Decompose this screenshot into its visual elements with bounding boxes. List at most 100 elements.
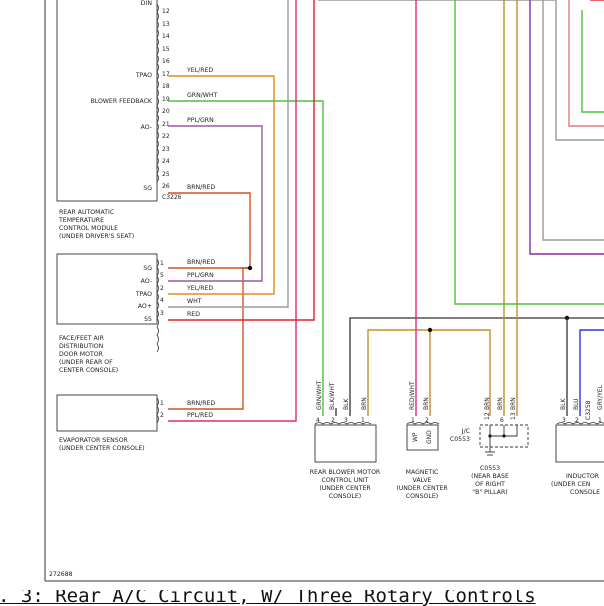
evap-connector	[156, 397, 159, 424]
figure-caption: . 3: Rear A/C Circuit, W/ Three Rotary C…	[0, 590, 536, 606]
valve-name-4: CONSOLE)	[406, 493, 438, 500]
jc-name-4: "B" PILLAR)	[472, 489, 507, 496]
din-label: DIN	[141, 0, 153, 7]
ff-name-4: (UNDER REAR OF	[59, 359, 113, 366]
pin-12: 12	[162, 8, 170, 15]
rear-control-name-4: (UNDER DRIVER'S SEAT)	[59, 233, 134, 240]
jc-wire-brn-6: BRN	[497, 397, 504, 410]
blower-name-2: CONTROL UNIT	[322, 477, 369, 484]
ind-name-1: INDUCTOR	[566, 473, 600, 480]
blower-name-3: (UNDER CENTER	[319, 485, 371, 492]
pin-20: 20	[162, 108, 170, 115]
ind-connector: C3258	[585, 400, 592, 420]
wire-red	[168, 0, 315, 321]
ind-connector-curve	[556, 422, 604, 425]
evaporator-sensor-box	[56, 394, 158, 432]
jc-pin-12: 12	[484, 412, 491, 420]
ff-pin-4: 4	[160, 297, 164, 304]
blower-pin-2: 2	[331, 417, 335, 424]
ff-pin-3: 3	[160, 310, 164, 317]
evap-name-2: (UNDER CENTER CONSOLE)	[59, 445, 145, 452]
rear-control-connector: 12 13 14 15 16 17 18 19 20 21 22 23 24 2…	[156, 3, 182, 201]
wire-blu-inductor	[579, 329, 604, 416]
tpao-label: TPAO	[135, 72, 152, 79]
jc-name-3: OF RIGHT	[475, 481, 505, 488]
valve-connector	[406, 422, 440, 425]
ff-name-3: DOOR MOTOR	[59, 351, 104, 358]
rear-control-name-1: REAR AUTOMATIC	[59, 209, 114, 216]
valve-wp-label: WP	[412, 432, 419, 442]
ff-name-2: DISTRIBUTION	[59, 343, 104, 350]
jc-connector-label: C0553	[450, 436, 470, 443]
jc-name-2: (NEAR BASE	[471, 473, 509, 480]
wire-green-right	[454, 0, 604, 305]
blower-name-4: CONSOLE)	[329, 493, 361, 500]
wire-label-yel-red: YEL/RED	[186, 67, 213, 74]
pin-17: 17	[162, 71, 170, 78]
wire-gray-right	[542, 0, 604, 241]
ff-tpao-label: TPAO	[135, 291, 152, 298]
wire-label-wht: WHT	[187, 298, 202, 305]
ff-name-1: FACE/FEET AIR	[59, 335, 105, 342]
wire-violet-right	[529, 0, 604, 255]
valve-pin-2: 2	[425, 417, 429, 424]
valve-name-1: MAGNETIC	[406, 469, 439, 476]
wire-ppl-grn	[168, 125, 263, 282]
jc-wire-brn-12: BRN	[484, 397, 491, 410]
ind-pin-1: 1	[598, 417, 602, 424]
blower-connector	[314, 422, 372, 425]
ind-wire-blk: BLK	[560, 398, 567, 410]
wire-label-brn-red-26: BRN/RED	[187, 184, 215, 191]
wire-label-evap-brn-red: BRN/RED	[187, 400, 215, 407]
blower-wire-brn: BRN	[361, 397, 368, 410]
jc-pin-6: 6	[500, 417, 504, 424]
wire-salmon-right	[568, 0, 604, 127]
diagram-id: 272688	[49, 571, 73, 578]
blower-control-box	[314, 424, 377, 463]
blower-wire-labels: GRN/WHT BLK/WHT BLK BRN	[316, 380, 368, 410]
magnetic-valve-box	[406, 424, 439, 451]
blower-pin-3: 3	[344, 417, 348, 424]
ff-s5-label: S5	[144, 316, 152, 323]
ff-pin-5: 5	[160, 272, 164, 279]
blower-wire-blk-wht: BLK/WHT	[329, 382, 336, 410]
wire-yel-red	[168, 75, 275, 295]
wire-blk-ground	[349, 317, 604, 416]
ff-sg-label: SG	[143, 265, 152, 272]
valve-gnd-label: GND	[426, 430, 433, 444]
wire-label-ff-ppl-grn: PPL/GRN	[187, 272, 214, 279]
ao-minus-label: AO-	[141, 124, 152, 131]
jc-pin-13: 13	[510, 412, 517, 420]
evap-pin-2: 2	[160, 412, 164, 419]
ind-pin-2: 2	[575, 417, 579, 424]
jc-bus	[489, 425, 518, 437]
ind-name-3: CONSOLE	[570, 489, 600, 496]
ind-pin-3: 3	[562, 417, 566, 424]
valve-name-3: (UNDER CENTER	[396, 485, 448, 492]
blower-wire-blk: BLK	[343, 398, 350, 410]
wire-label-ff-yel-red: YEL/RED	[186, 285, 213, 292]
ff-pin-2: 2	[160, 285, 164, 292]
ind-wire-blu: BLU	[573, 398, 580, 410]
wire-label-grn-wht: GRN/WHT	[187, 92, 218, 99]
wire-ppl-red	[168, 0, 297, 422]
jc-dot-1	[502, 434, 506, 438]
ind-name-2: (UNDER CEN	[551, 481, 591, 488]
face-feet-motor-box	[56, 253, 158, 325]
wire-brn-red-26	[168, 192, 251, 269]
evap-pin-1: 1	[160, 400, 164, 407]
wire-wht	[168, 0, 289, 308]
rear-control-name-3: CONTROL MODULE	[59, 225, 118, 232]
jc-wire-brn-13: BRN	[510, 397, 517, 410]
rear-control-module-box	[56, 0, 158, 202]
pin-24: 24	[162, 158, 170, 165]
wire-brn-red-evap	[168, 267, 250, 410]
pin-23: 23	[162, 146, 170, 153]
blower-name-1: REAR BLOWER MOTOR	[310, 469, 381, 476]
splice-dot-sg	[247, 265, 253, 271]
rear-control-name-2: TEMPERATURE	[58, 217, 104, 224]
pin-15: 15	[162, 46, 170, 53]
ind-wire-gry-yel: GRY/YEL	[597, 384, 604, 410]
jc-name-1: C0553	[480, 465, 500, 472]
wire-label-red: RED	[187, 311, 200, 318]
